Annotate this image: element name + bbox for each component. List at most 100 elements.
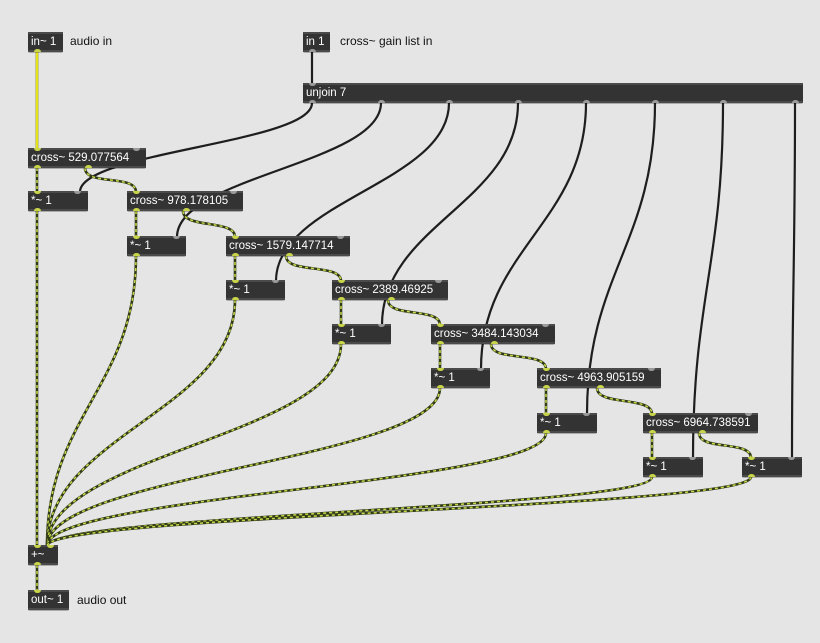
cord-gain-7-sum[interactable]	[45, 475, 654, 548]
inlet-port[interactable]	[338, 324, 345, 327]
outlet-port[interactable]	[437, 341, 444, 344]
cord-gain-2-sum-dash[interactable]	[46, 255, 137, 547]
outlet-port[interactable]	[286, 253, 293, 256]
outlet-port[interactable]	[720, 100, 727, 103]
outlet-port[interactable]	[183, 208, 190, 211]
cord-gain-8-sum-dash[interactable]	[46, 476, 752, 547]
inlet-port[interactable]	[437, 368, 444, 371]
inlet-port[interactable]	[649, 413, 656, 416]
outlet-port[interactable]	[309, 49, 316, 52]
inlet-port[interactable]	[272, 280, 279, 283]
outlet-port[interactable]	[699, 430, 706, 433]
cord-x4-high-dash[interactable]	[387, 299, 441, 326]
gain-7-object[interactable]: *~ 1	[643, 457, 703, 477]
cord-gain-6-sum[interactable]	[45, 431, 548, 548]
cord-unjoin-7[interactable]	[691, 101, 725, 460]
outlet-port[interactable]	[652, 100, 659, 103]
cord-x7-high-dash[interactable]	[698, 432, 752, 459]
outlet-port[interactable]	[446, 100, 453, 103]
cord-unjoin-2[interactable]	[175, 101, 383, 239]
inlet-port[interactable]	[378, 324, 385, 327]
cord-x4-high[interactable]	[386, 298, 442, 327]
unjoin-object[interactable]: unjoin 7	[303, 83, 803, 103]
outlet-port[interactable]	[748, 474, 755, 477]
inlet-port[interactable]	[583, 413, 590, 416]
gain-6-object[interactable]: *~ 1	[537, 413, 597, 433]
outlet-port[interactable]	[491, 341, 498, 344]
inlet-port[interactable]	[133, 191, 140, 194]
outlet-port[interactable]	[85, 165, 92, 168]
cord-x1-high[interactable]	[83, 166, 138, 194]
inlet-port[interactable]	[435, 280, 442, 283]
outlet-port[interactable]	[378, 100, 385, 103]
inlet-port[interactable]	[649, 457, 656, 460]
inlet-port[interactable]	[788, 457, 795, 460]
outlet-port[interactable]	[34, 562, 41, 565]
gain-3-object[interactable]: *~ 1	[226, 280, 285, 300]
outlet-port[interactable]	[338, 297, 345, 300]
outlet-port[interactable]	[388, 297, 395, 300]
cord-x2-high[interactable]	[181, 209, 237, 239]
crossover-4-object[interactable]: cross~ 2389.46925	[332, 280, 448, 300]
outlet-port[interactable]	[597, 385, 604, 388]
cord-gain-5-sum-dash[interactable]	[46, 387, 441, 547]
outlet-port[interactable]	[34, 208, 41, 211]
cord-unjoin-8[interactable]	[790, 101, 797, 460]
inlet-port[interactable]	[543, 413, 550, 416]
gain-8-object[interactable]: *~ 1	[742, 457, 802, 477]
inlet-port[interactable]	[437, 324, 444, 327]
inlet-port[interactable]	[745, 413, 752, 416]
cord-gain-3-sum-dash[interactable]	[46, 299, 236, 547]
outlet-port[interactable]	[792, 100, 799, 103]
inlet-port[interactable]	[173, 236, 180, 239]
inlet-port[interactable]	[232, 280, 239, 283]
inlet-port[interactable]	[748, 457, 755, 460]
outlet-port[interactable]	[309, 100, 316, 103]
outlet-port[interactable]	[338, 341, 345, 344]
signal-sum-object[interactable]: +~	[28, 545, 58, 565]
outlet-port[interactable]	[649, 474, 656, 477]
inlet-port[interactable]	[133, 148, 140, 151]
crossover-3-object[interactable]: cross~ 1579.147714	[226, 236, 350, 256]
cord-gain-3-sum[interactable]	[45, 298, 237, 548]
cord-x6-high-dash[interactable]	[596, 387, 653, 415]
outlet-port[interactable]	[515, 100, 522, 103]
cord-gain-4-sum-dash[interactable]	[46, 343, 342, 547]
inlet-port[interactable]	[34, 545, 41, 548]
outlet-port[interactable]	[232, 297, 239, 300]
cord-x5-high-dash[interactable]	[490, 343, 547, 370]
cord-gain-2-sum[interactable]	[45, 254, 138, 548]
cord-x1-high-dash[interactable]	[84, 167, 137, 193]
outlet-port[interactable]	[437, 385, 444, 388]
cord-x6-high[interactable]	[595, 386, 654, 416]
inlet-port[interactable]	[47, 545, 54, 548]
outlet-port[interactable]	[543, 430, 550, 433]
crossover-7-object[interactable]: cross~ 6964.738591	[643, 413, 758, 433]
crossover-5-object[interactable]: cross~ 3484.143034	[431, 324, 555, 344]
cord-gain-7-sum-dash[interactable]	[46, 476, 653, 547]
outlet-port[interactable]	[543, 385, 550, 388]
gain-5-object[interactable]: *~ 1	[431, 368, 490, 388]
inlet-port[interactable]	[34, 590, 41, 593]
inlet-port[interactable]	[34, 148, 41, 151]
outlet-port[interactable]	[34, 49, 41, 52]
outlet-port[interactable]	[133, 208, 140, 211]
inlet-port[interactable]	[337, 236, 344, 239]
inlet-port[interactable]	[648, 368, 655, 371]
inlet-port[interactable]	[338, 280, 345, 283]
inlet-port[interactable]	[689, 457, 696, 460]
control-inlet-object[interactable]: in 1	[303, 32, 330, 52]
cord-gain-8-sum[interactable]	[45, 475, 753, 548]
audio-outlet-object[interactable]: out~ 1	[28, 590, 69, 610]
cord-gain-5-sum[interactable]	[45, 386, 442, 548]
inlet-port[interactable]	[133, 236, 140, 239]
inlet-port[interactable]	[477, 368, 484, 371]
audio-inlet-object[interactable]: in~ 1	[28, 32, 63, 52]
inlet-port[interactable]	[34, 191, 41, 194]
cord-x3-high-dash[interactable]	[285, 255, 342, 282]
inlet-port[interactable]	[74, 191, 81, 194]
inlet-port[interactable]	[543, 368, 550, 371]
cord-gain-4-sum[interactable]	[45, 342, 343, 548]
inlet-port[interactable]	[309, 83, 316, 86]
